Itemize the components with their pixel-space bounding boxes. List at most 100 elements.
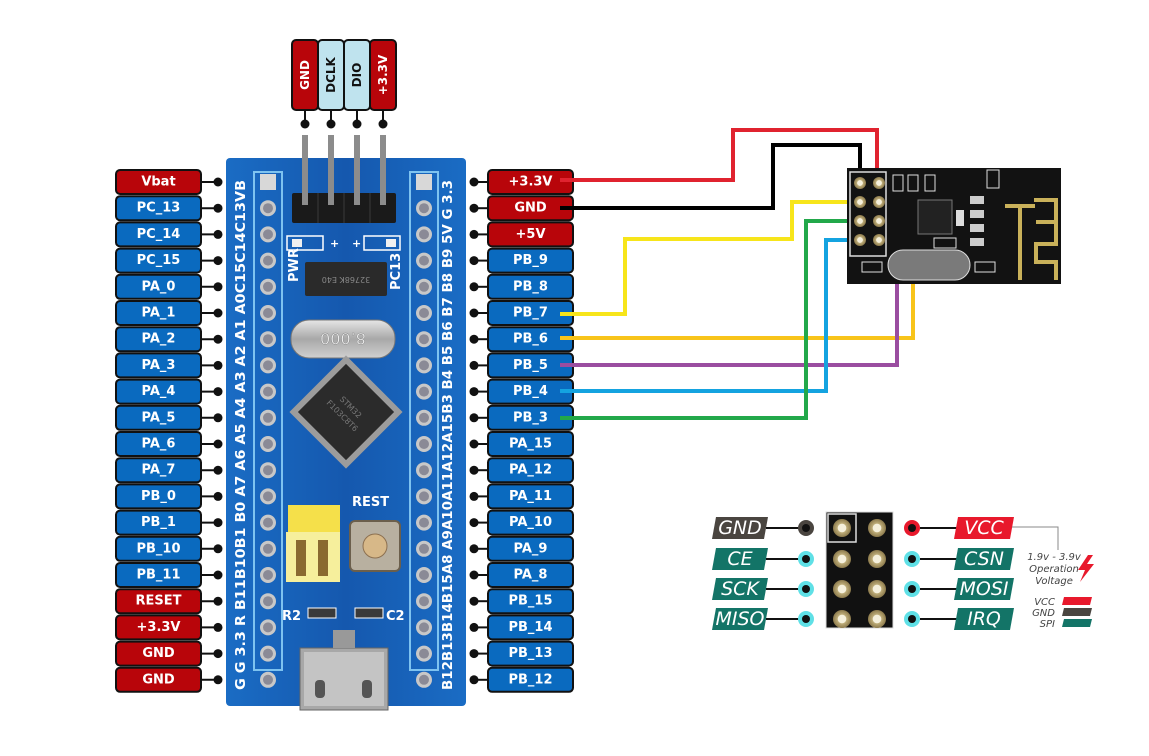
pin-label: PB_13 <box>508 646 552 661</box>
reset-button[interactable] <box>349 520 401 572</box>
right-pin-pb13: PB_13 <box>469 640 574 667</box>
pin-label: PA_2 <box>142 332 176 347</box>
legend-vcc: VCC <box>1034 597 1092 608</box>
pin-label: GND <box>142 672 175 687</box>
pin-label: PA_11 <box>509 489 552 504</box>
pin-dot <box>213 570 223 580</box>
nrf-pin-irq: IRQ <box>904 608 1014 630</box>
right-pin-pa9: PA_9 <box>469 535 574 562</box>
pin-dot <box>213 465 223 475</box>
right-pin-gnd: GND <box>469 195 574 222</box>
wire-ce-yellow <box>560 200 860 316</box>
pin-label: +5V <box>516 227 546 242</box>
module-pad <box>854 196 866 208</box>
nrf-pin-header <box>825 511 894 629</box>
pin-label: PA_5 <box>142 410 176 425</box>
left-pin-pc14: PC_14 <box>115 221 223 248</box>
header-pad <box>868 610 886 628</box>
pin-label: PB_3 <box>513 410 548 425</box>
nrf-pin-gnd: GND <box>712 517 814 539</box>
pin-dot <box>469 675 479 685</box>
right-pin-pb9: PB_9 <box>469 247 574 274</box>
right-pin-pb5: PB_5 <box>469 352 574 379</box>
legend-label: VCC <box>1034 597 1055 608</box>
pin-label: PB_5 <box>513 358 548 373</box>
right-header-strip <box>409 171 439 671</box>
pin-dot <box>213 203 223 213</box>
nrf-pin-sck: SCK <box>712 578 814 600</box>
pin-dot <box>469 203 479 213</box>
module-pad <box>873 215 885 227</box>
pin-label: PB_9 <box>513 253 548 268</box>
right-pin-pa10: PA_10 <box>469 509 574 536</box>
right-pin-pa15: PA_15 <box>469 431 574 457</box>
left-pin-pb1: PB_1 <box>115 509 223 536</box>
legend-label: GND <box>1032 608 1055 619</box>
nrf-pin-label: CSN <box>964 548 1004 570</box>
pin-dot <box>469 622 479 632</box>
pin-dot <box>469 518 479 528</box>
pin-dot <box>213 334 223 344</box>
debug-pin-label: DIO <box>350 63 364 88</box>
square-pad <box>416 174 432 190</box>
right-pin-pb4: PB_4 <box>469 378 574 405</box>
pin-dot <box>213 360 223 370</box>
pin-dot <box>469 282 479 292</box>
pin-label: PA_6 <box>142 437 176 452</box>
pin-dot <box>469 465 479 475</box>
pin-dot <box>469 596 479 606</box>
nrf-pin-label: IRQ <box>967 608 1001 630</box>
pin-dot <box>213 622 223 632</box>
swd-header <box>292 135 396 223</box>
nrf-pin-ce: CE <box>712 548 814 570</box>
pin-dot <box>469 491 479 501</box>
wire-vcc-red <box>560 128 879 183</box>
legend-gnd: GND <box>1032 608 1092 619</box>
pin-label: PB_7 <box>513 306 548 321</box>
pin-dot <box>300 119 310 129</box>
pin-dot <box>469 256 479 266</box>
pwr-silk: PWR <box>287 248 302 282</box>
silkscreen-left-column: G G 3.3 R B11B10B1 B0 A7 A6 A5 A4 A3 A2 … <box>234 180 249 690</box>
pin-dot <box>469 334 479 344</box>
debug-pin-label: DCLK <box>324 56 338 92</box>
left-pin-pc15: PC_15 <box>115 247 223 274</box>
debug-pin-label: +3.3V <box>376 54 390 95</box>
left-pin-pa2: PA_2 <box>115 326 223 353</box>
pin-label: +3.3V <box>509 175 553 190</box>
pin-label: PB_14 <box>508 620 552 635</box>
pin-dot <box>469 387 479 397</box>
square-pad <box>260 174 276 190</box>
left-pin-pb10: PB_10 <box>115 535 223 562</box>
nrf24l01-module <box>847 168 1061 284</box>
left-pin-vbat: Vbat <box>115 169 223 195</box>
rtc-crystal: 32768K E40 <box>305 262 387 296</box>
nrf-pin-miso: MISO <box>712 608 814 630</box>
crystal-marking: 8.000 <box>320 329 366 348</box>
right-pin-labels: +3.3VGND+5VPB_9PB_8PB_7PB_6PB_5PB_4PB_3P… <box>469 169 574 693</box>
pin-dot <box>326 119 336 129</box>
pin-label: PA_1 <box>142 306 176 321</box>
left-pin-pa0: PA_0 <box>115 273 223 300</box>
pin-dot <box>469 360 479 370</box>
pin-dot <box>469 649 479 659</box>
pin-dot <box>213 387 223 397</box>
micro-usb-port[interactable] <box>299 630 389 711</box>
legend-swatch <box>1062 608 1092 616</box>
right-pin-33v: +3.3V <box>469 169 574 195</box>
legend-swatch <box>1062 597 1092 605</box>
debug-pin-dclk: DCLK <box>317 39 345 129</box>
right-pin-pb14: PB_14 <box>469 614 574 641</box>
pin-label: RESET <box>135 594 181 609</box>
nrf-pin-label: MOSI <box>959 578 1008 600</box>
header-pad <box>868 519 886 537</box>
pin-dot <box>469 413 479 423</box>
module-pad <box>873 177 885 189</box>
board-through-holes <box>260 174 432 688</box>
svg-text:+: + <box>352 237 361 250</box>
nrf-pin-label: SCK <box>721 578 760 600</box>
pin-dot <box>213 256 223 266</box>
nrf-pin-label: CE <box>727 548 752 570</box>
pin-dot <box>213 649 223 659</box>
